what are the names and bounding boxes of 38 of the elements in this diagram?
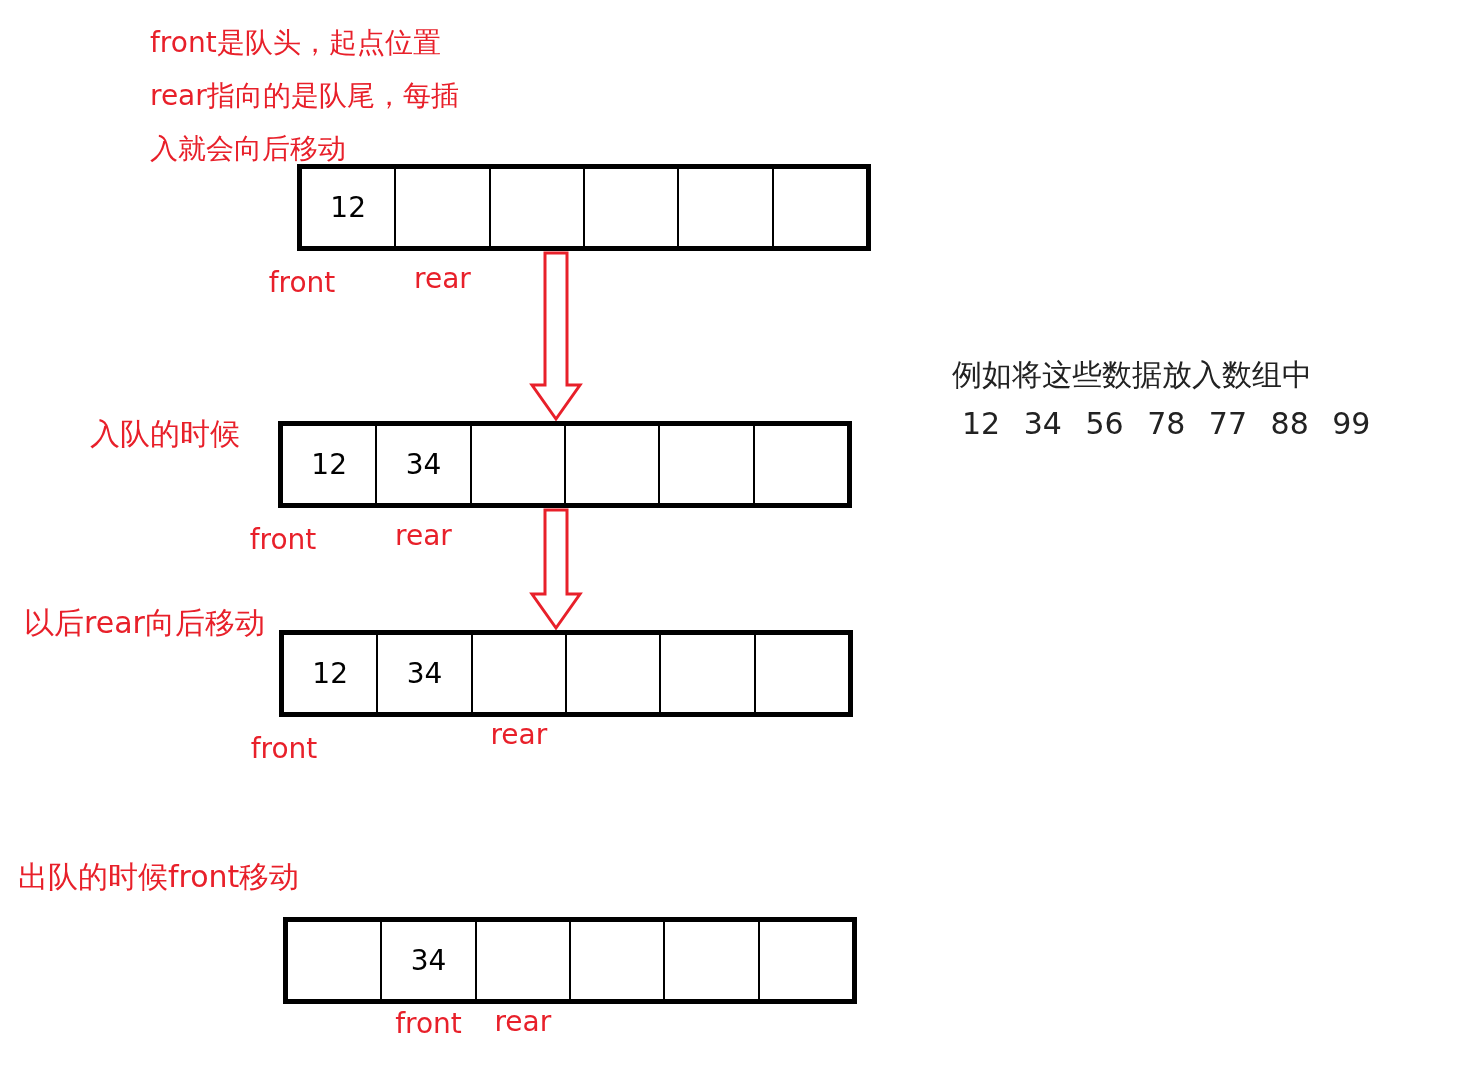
pointer-label: front [395,1007,462,1040]
data-values: 12 34 56 78 77 88 99 [962,406,1371,441]
note-text: front是队头，起点位置rear指向的是队尾，每插入就会向后移动 [150,25,460,167]
pointer-label: rear [490,718,548,751]
array-cell [753,425,848,504]
pointer-label: front [250,732,318,765]
hollow-arrow [529,251,583,422]
array-cell [659,425,754,504]
pointer-label: front [268,266,336,299]
cell-value: 12 [311,448,347,481]
cell-value: 34 [406,657,443,690]
array-cell [489,168,584,247]
pointer-label: rear [414,262,471,295]
step-heading: 入队的时候 [90,415,240,453]
array-cell [660,634,755,713]
array-cell [377,634,472,713]
array-cell [758,921,853,1000]
array-cell [678,168,773,247]
example-text: 例如将这些数据放入数组中 [952,356,1312,394]
step-heading: 出队的时候front移动 [18,858,300,896]
array-cell [754,634,849,713]
cell-value: 34 [405,448,442,481]
array-cell [584,168,679,247]
pointer-label: rear [494,1005,552,1038]
pointer-label: front [249,523,317,556]
array-cell [772,168,867,247]
array-cell [664,921,759,1000]
hollow-arrow [529,508,583,631]
array-cell [566,634,661,713]
array-cell [570,921,665,1000]
cell-value: 34 [410,944,447,977]
cell-value: 12 [330,191,366,224]
array-cell [287,921,382,1000]
array-cell [565,425,660,504]
array-cell [470,425,565,504]
cell-value: 12 [312,657,348,690]
pointer-label: rear [395,519,452,552]
step-heading: 以后rear向后移动 [24,604,265,642]
